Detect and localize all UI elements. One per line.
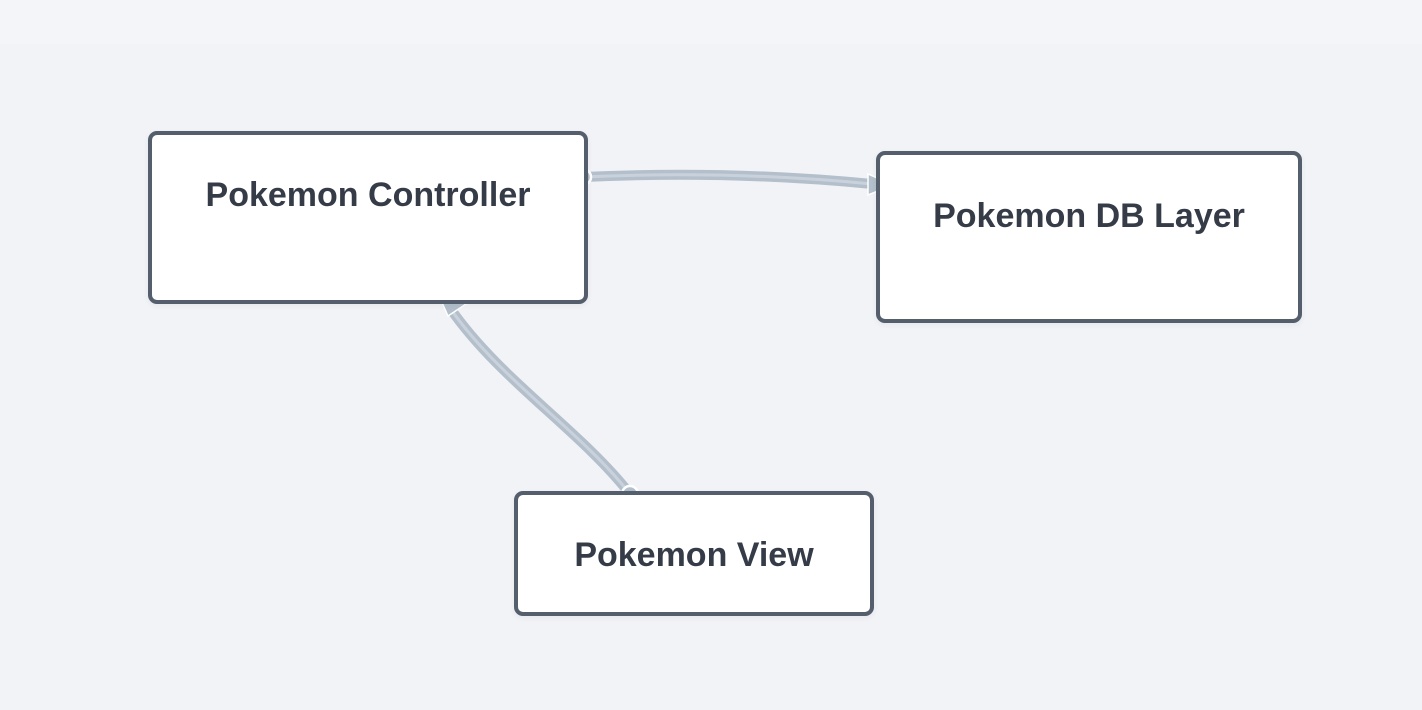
edge-view-to-controller[interactable] bbox=[435, 289, 640, 504]
node-label: Pokemon View bbox=[574, 536, 814, 574]
edge-controller-to-db[interactable] bbox=[573, 167, 895, 197]
node-label: Pokemon DB Layer bbox=[933, 197, 1245, 235]
node-label: Pokemon Controller bbox=[205, 176, 531, 214]
canvas-top-strip bbox=[0, 0, 1422, 44]
node-pokemon-view[interactable]: Pokemon View bbox=[514, 491, 874, 616]
edge-controller-to-db-line[interactable] bbox=[578, 169, 877, 189]
node-pokemon-db-layer[interactable]: Pokemon DB Layer bbox=[876, 151, 1302, 323]
node-pokemon-controller[interactable]: Pokemon Controller bbox=[148, 131, 588, 304]
edge-view-to-controller-line[interactable] bbox=[445, 303, 635, 499]
